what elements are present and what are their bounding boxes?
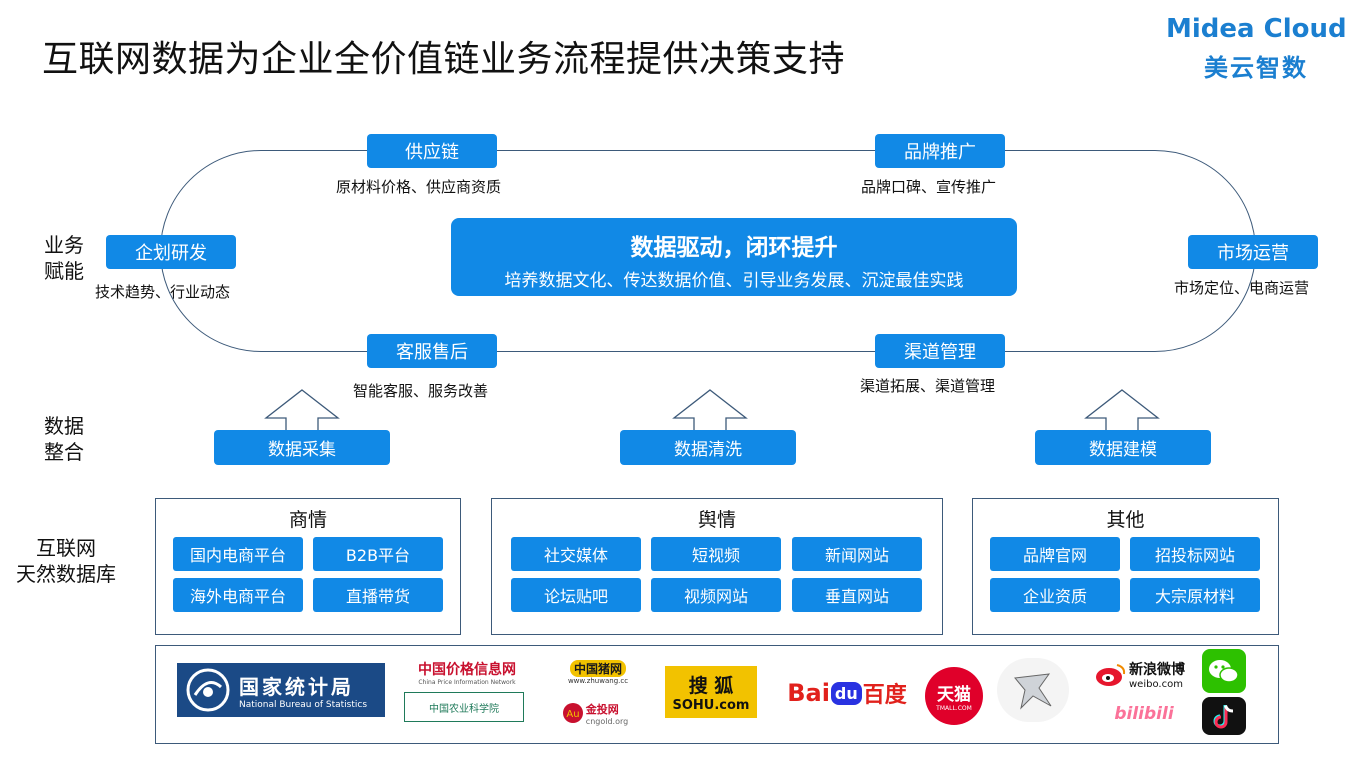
china-price-logo: 中国价格信息网 China Price Information Network xyxy=(397,657,537,687)
bilibili-logo: bilibili xyxy=(1114,704,1174,724)
process-data-collection[interactable]: 数据采集 xyxy=(214,430,390,465)
panel-others: 其他 品牌官网 招投标网站 企业资质 大宗原材料 xyxy=(972,498,1279,635)
label-line: 整合 xyxy=(44,440,84,464)
node-channel-management-desc: 渠道拓展、渠道管理 xyxy=(860,377,996,395)
label-line: 天然数据库 xyxy=(16,562,116,586)
chip-source[interactable]: 大宗原材料 xyxy=(1130,578,1260,612)
node-brand-promotion-desc: 品牌口碑、宣传推广 xyxy=(861,178,997,196)
baidu-text-c: 百度 xyxy=(862,683,907,708)
chip-source[interactable]: B2B平台 xyxy=(313,537,443,571)
sohu-en: SOHU.com xyxy=(672,698,750,713)
chip-source[interactable]: 品牌官网 xyxy=(990,537,1120,571)
panel-public-opinion: 舆情 社交媒体 短视频 新闻网站 论坛贴吧 视频网站 垂直网站 xyxy=(491,498,943,635)
process-data-cleaning[interactable]: 数据清洗 xyxy=(620,430,796,465)
china-price-en: China Price Information Network xyxy=(418,678,516,686)
panel-title: 商情 xyxy=(288,509,327,531)
caas-logo: 中国农业科学院 xyxy=(404,692,524,722)
label-line: 互联网 xyxy=(36,536,96,560)
sohu-cn: 搜 狐 xyxy=(688,675,734,697)
center-subline: 培养数据文化、传达数据价值、引导业务发展、沉淀最佳实践 xyxy=(504,271,964,291)
svg-text:Au: Au xyxy=(566,709,579,720)
wechat-logo xyxy=(1202,649,1246,693)
nbs-logo: 国家统计局 National Bureau of Statistics xyxy=(177,663,385,717)
nbs-name-cn: 国家统计局 xyxy=(239,674,354,699)
node-supply-chain-desc: 原材料价格、供应商资质 xyxy=(336,178,502,196)
arrow-up-icon xyxy=(672,389,748,433)
baidu-text-a: Bai xyxy=(787,679,830,707)
node-customer-service[interactable]: 客服售后 xyxy=(367,334,497,368)
douyin-logo xyxy=(1202,697,1246,735)
arrow-up-icon xyxy=(1084,389,1160,433)
weibo-en: weibo.com xyxy=(1129,678,1183,690)
page-title: 互联网数据为企业全价值链业务流程提供决策支持 xyxy=(42,39,846,80)
cngold-badge-icon: Au xyxy=(562,703,583,723)
center-slogan-box: 数据驱动，闭环提升 培养数据文化、传达数据价值、引导业务发展、沉淀最佳实践 xyxy=(451,218,1017,296)
china-price-cn: 中国价格信息网 xyxy=(418,661,516,678)
node-market-operation[interactable]: 市场运营 xyxy=(1188,235,1318,269)
sohu-logo: 搜 狐 SOHU.com xyxy=(665,666,757,718)
jd-dog-logo xyxy=(997,658,1069,722)
brand-logo-en: Midea Cloud xyxy=(1166,14,1347,44)
weibo-cn: 新浪微博 xyxy=(1129,661,1185,678)
label-internet-database: 互联网 天然数据库 xyxy=(16,535,116,587)
node-channel-management[interactable]: 渠道管理 xyxy=(875,334,1005,368)
chip-source[interactable]: 新闻网站 xyxy=(792,537,922,571)
douyin-note-icon xyxy=(1213,705,1234,729)
chip-source[interactable]: 海外电商平台 xyxy=(173,578,303,612)
brand-logo-cn: 美云智数 xyxy=(1204,54,1308,82)
process-data-modeling[interactable]: 数据建模 xyxy=(1035,430,1211,465)
chip-source[interactable]: 社交媒体 xyxy=(511,537,641,571)
node-customer-service-desc: 智能客服、服务改善 xyxy=(353,382,489,400)
nbs-emblem-icon xyxy=(186,668,230,712)
chip-source[interactable]: 企业资质 xyxy=(990,578,1120,612)
panel-title: 其他 xyxy=(1106,509,1145,531)
tmall-en: TMALL.COM xyxy=(936,705,972,712)
label-line: 数据 xyxy=(44,414,84,438)
weibo-logo: 新浪微博 weibo.com xyxy=(1090,657,1190,691)
baidu-paw-icon: du xyxy=(830,681,862,705)
panel-title: 舆情 xyxy=(697,509,736,531)
dog-mascot-icon xyxy=(1014,673,1052,710)
data-source-logo-strip xyxy=(155,645,1279,744)
label-line: 业务 xyxy=(44,233,84,257)
node-market-operation-desc: 市场定位、电商运营 xyxy=(1174,279,1310,297)
chip-source[interactable]: 论坛贴吧 xyxy=(511,578,641,612)
chip-source[interactable]: 招投标网站 xyxy=(1130,537,1260,571)
center-headline: 数据驱动，闭环提升 xyxy=(630,235,838,261)
node-supply-chain[interactable]: 供应链 xyxy=(367,134,497,168)
chip-source[interactable]: 视频网站 xyxy=(651,578,781,612)
tmall-logo: 天猫 TMALL.COM xyxy=(925,667,983,725)
tmall-cn: 天猫 xyxy=(937,685,971,705)
label-business-empower: 业务 赋能 xyxy=(44,232,84,284)
cngold-cn: 金投网 xyxy=(585,702,619,716)
cngold-url: cngold.org xyxy=(585,716,629,726)
chip-source[interactable]: 国内电商平台 xyxy=(173,537,303,571)
chip-source[interactable]: 直播带货 xyxy=(313,578,443,612)
nbs-name-en: National Bureau of Statistics xyxy=(239,699,368,710)
label-data-integration: 数据 整合 xyxy=(44,413,84,465)
weibo-eye-icon xyxy=(1096,664,1126,686)
cngold-logo: Au 金投网 cngold.org xyxy=(555,698,635,728)
wechat-bubble-icon xyxy=(1209,660,1239,683)
node-rnd-planning-desc: 技术趋势、行业动态 xyxy=(95,283,231,301)
zhuwang-logo: 中国猪网 www.zhuwang.cc xyxy=(552,656,644,688)
zhuwang-cn: 中国猪网 xyxy=(569,659,626,677)
node-rnd-planning[interactable]: 企划研发 xyxy=(106,235,236,269)
chip-source[interactable]: 垂直网站 xyxy=(792,578,922,612)
zhuwang-url: www.zhuwang.cc xyxy=(567,676,629,685)
chip-source[interactable]: 短视频 xyxy=(651,537,781,571)
node-brand-promotion[interactable]: 品牌推广 xyxy=(875,134,1005,168)
baidu-logo: Bai du 百度 xyxy=(784,670,910,716)
panel-business-intel: 商情 国内电商平台 B2B平台 海外电商平台 直播带货 xyxy=(155,498,461,635)
label-line: 赋能 xyxy=(44,259,84,283)
arrow-up-icon xyxy=(264,389,340,433)
